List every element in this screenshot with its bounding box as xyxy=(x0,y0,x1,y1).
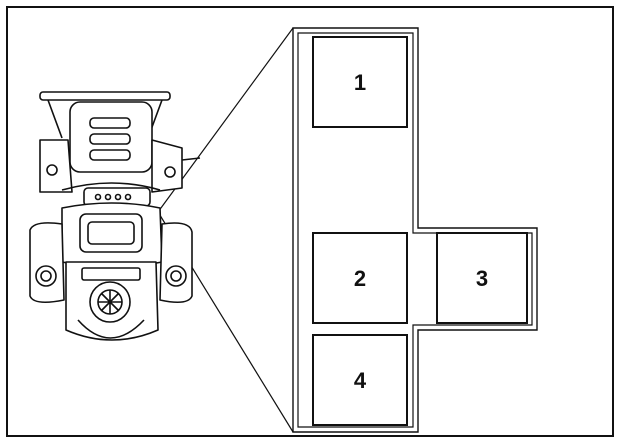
panel-box-1 xyxy=(312,36,408,128)
panel-label-3: 3 xyxy=(476,266,488,291)
panel-label-1: 1 xyxy=(354,70,366,95)
panel-label-4: 4 xyxy=(354,368,367,393)
panel-box-3 xyxy=(436,232,528,324)
callout-outline xyxy=(292,27,538,433)
mower-illustration xyxy=(29,91,201,341)
panel-box-4 xyxy=(312,334,408,426)
panel-label-2: 2 xyxy=(354,266,366,291)
panel-box-2 xyxy=(312,232,408,324)
